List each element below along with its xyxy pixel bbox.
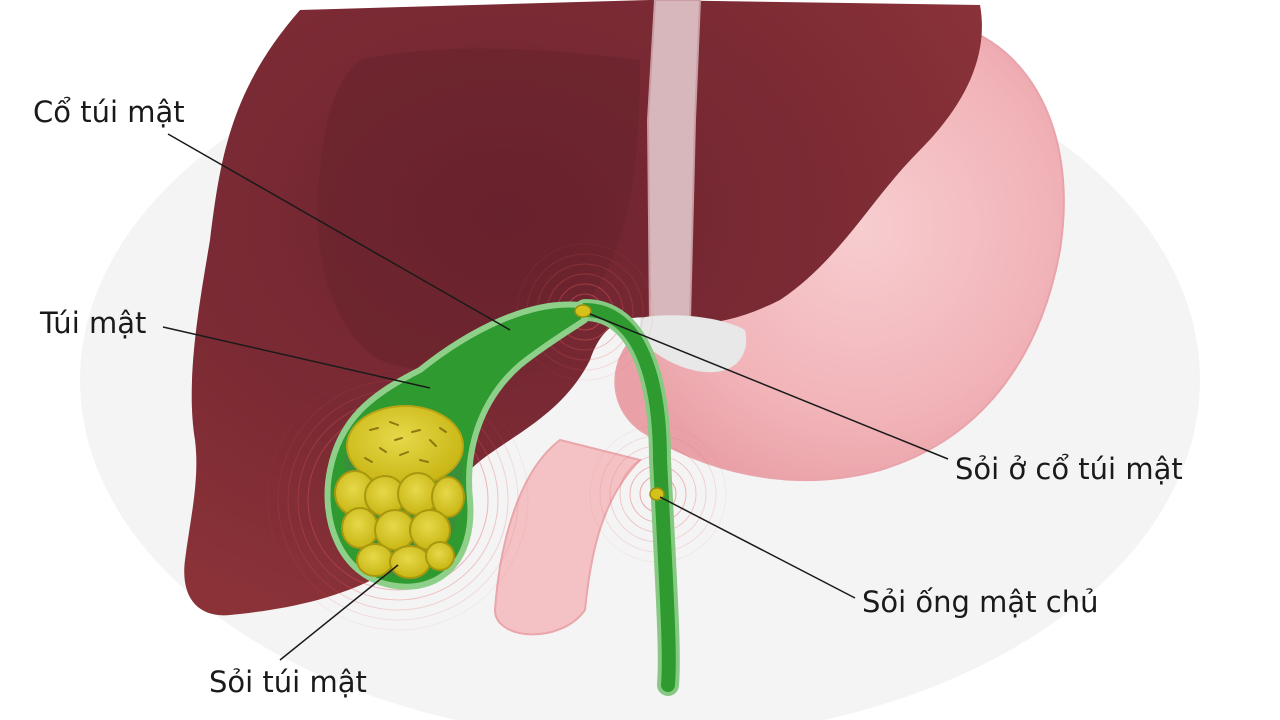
neck-stone — [575, 305, 591, 317]
label-gallbladder-neck: Cổ túi mật — [33, 98, 185, 127]
label-gallbladder-stones: Sỏi túi mật — [209, 668, 367, 697]
falciform-ligament — [648, 0, 700, 320]
label-gallbladder: Túi mật — [40, 309, 146, 338]
label-neck-stone: Sỏi ở cổ túi mật — [955, 455, 1183, 484]
label-common-duct-stone: Sỏi ống mật chủ — [862, 588, 1099, 617]
